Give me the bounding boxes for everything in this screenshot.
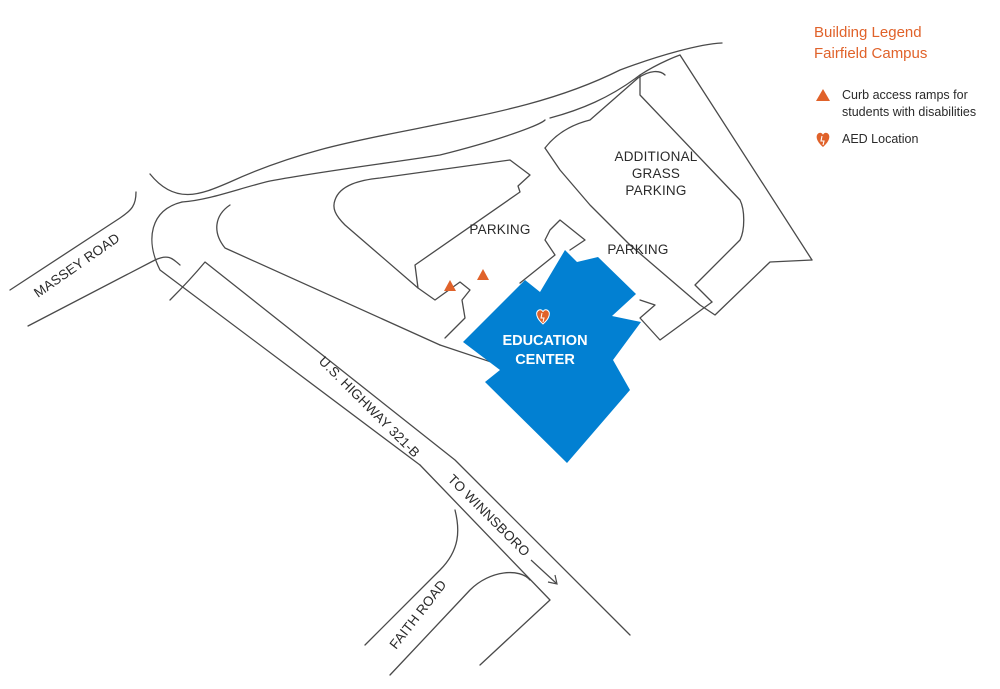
additional-parking-label-line3: PARKING: [625, 183, 686, 198]
direction-arrow-icon: [530, 559, 558, 585]
legend-item-label: AED Location: [842, 131, 918, 148]
legend-curb-line2: students with disabilities: [842, 105, 977, 119]
legend-item-curb-ramps: Curb access ramps for students with disa…: [814, 87, 994, 121]
highway-west-edge: [151, 201, 421, 466]
legend-aed-line1: AED Location: [842, 132, 919, 146]
faith-road-west-edge: [364, 509, 459, 646]
additional-parking-label-line2: GRASS: [632, 166, 680, 181]
main-campus-road-south-edge: [181, 119, 546, 203]
additional-parking-label-line1: ADDITIONAL: [614, 149, 697, 164]
legend-items: Curb access ramps for students with disa…: [814, 87, 994, 148]
parking-label: PARKING: [469, 222, 530, 237]
legend-subtitle: Fairfield Campus: [814, 45, 928, 62]
road-network: [9, 42, 813, 676]
main-road-east-continuation: [549, 54, 681, 119]
aed-heart-icon: [816, 132, 830, 147]
additional-parking-outline: [544, 70, 666, 149]
east-drive-west-edge: [639, 74, 745, 303]
highway-label: U.S. HIGHWAY 321-B: [316, 354, 423, 461]
east-drive-east-edge: [679, 54, 813, 261]
building-name-line2: CENTER: [515, 352, 575, 368]
parking-row: [519, 219, 586, 284]
main-campus-road-north-edge: [149, 42, 723, 196]
triangle-icon: [816, 89, 830, 101]
legend-curb-line1: Curb access ramps for: [842, 88, 968, 102]
parking-lot-outline: [333, 159, 531, 289]
east-lot-bottom: [639, 299, 713, 341]
massey-road-north-edge: [9, 191, 137, 291]
building-name-line1: EDUCATION: [502, 333, 587, 349]
faith-road-east-edge: [389, 571, 531, 676]
legend-item-label: Curb access ramps for students with disa…: [842, 87, 976, 121]
legend-item-aed: AED Location: [814, 131, 994, 148]
legend-title: Building Legend: [814, 24, 922, 41]
curb-ramp-triangle-icon: [477, 269, 489, 280]
east-parking-label: PARKING: [607, 242, 668, 257]
highway-east-edge: [216, 204, 441, 346]
highway-southwest-edge: [419, 464, 551, 666]
curb-ramp-triangle-icon: [444, 280, 456, 291]
to-winnsboro-label: TO WINNSBORO: [445, 472, 533, 560]
service-drive: [544, 147, 813, 316]
building-legend: Building Legend Fairfield Campus Curb ac…: [814, 22, 994, 148]
aed-heart-icon: [536, 309, 550, 325]
education-center-building[interactable]: [463, 250, 641, 463]
highway-west-edge-lower: [169, 261, 631, 636]
parking-lot-inner-edge: [417, 281, 471, 339]
massey-road-label: MASSEY ROAD: [31, 230, 122, 300]
